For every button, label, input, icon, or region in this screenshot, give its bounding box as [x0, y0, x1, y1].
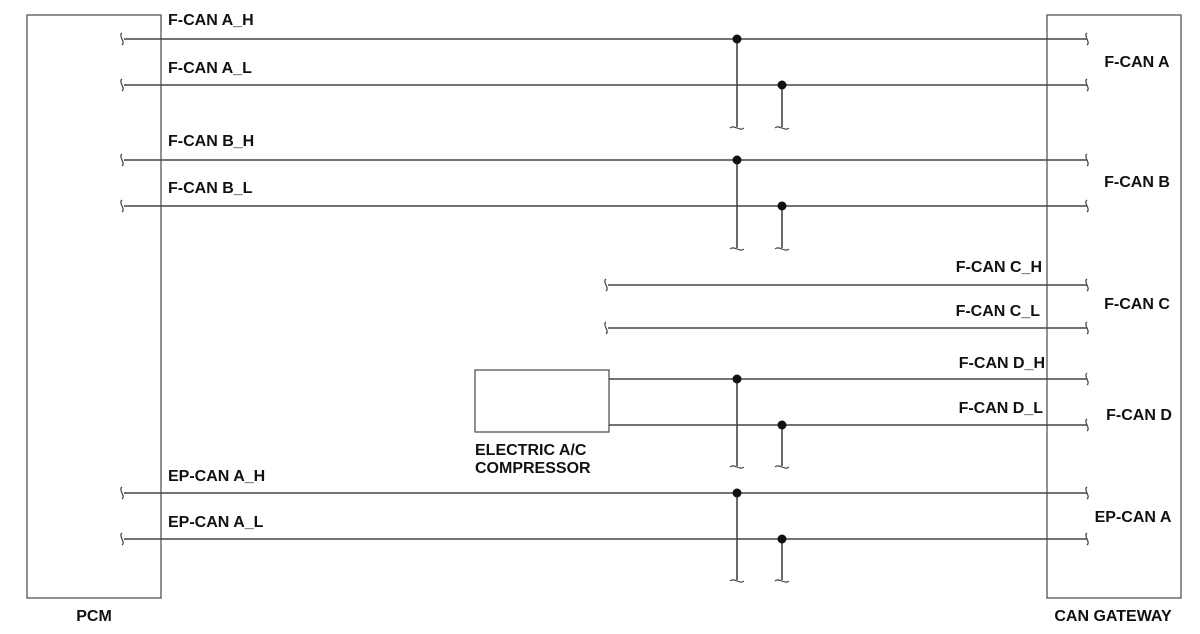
f-can-a-low-label: F-CAN A_L	[168, 60, 252, 77]
f-can-c-high-label: F-CAN C_H	[956, 259, 1042, 276]
compressor-label-line2: COMPRESSOR	[475, 460, 591, 477]
f-can-d-low-label: F-CAN D_L	[959, 400, 1044, 417]
wire-break-icon	[729, 579, 745, 583]
bus-f-can-c: F-CAN C_H F-CAN C_L F-CAN C	[604, 259, 1170, 335]
gateway-label: CAN GATEWAY	[1054, 608, 1172, 625]
f-can-a-high-label: F-CAN A_H	[168, 12, 254, 29]
splice-dot	[732, 34, 742, 44]
splice-dot	[777, 534, 787, 544]
f-can-d-bus-label: F-CAN D	[1106, 407, 1172, 424]
ep-can-a-high-label: EP-CAN A_H	[168, 468, 265, 485]
ep-can-a-low-label: EP-CAN A_L	[168, 514, 264, 531]
bus-f-can-d: F-CAN D_H F-CAN D_L F-CAN D	[609, 355, 1172, 469]
wire-break-icon	[120, 78, 124, 92]
bus-f-can-b: F-CAN B_H F-CAN B_L F-CAN B	[120, 133, 1170, 251]
pcm-module	[26, 14, 162, 599]
bus-ep-can-a: EP-CAN A_H EP-CAN A_L EP-CAN A	[120, 468, 1172, 583]
f-can-c-bus-label: F-CAN C	[1104, 296, 1170, 313]
f-can-b-high-label: F-CAN B_H	[168, 133, 254, 150]
wire-break-icon	[120, 199, 124, 213]
wire-break-icon	[774, 126, 790, 130]
splice-dot	[777, 80, 787, 90]
splice-dot	[732, 155, 742, 165]
gateway-module	[1046, 14, 1182, 599]
bus-f-can-a: F-CAN A_H F-CAN A_L F-CAN A	[120, 12, 1170, 130]
wire-break-icon	[120, 532, 124, 546]
compressor-module	[474, 369, 610, 433]
splice-dot	[732, 374, 742, 384]
ep-can-a-bus-label: EP-CAN A	[1095, 509, 1172, 526]
wire-break-icon	[604, 278, 608, 292]
wire-break-icon	[120, 32, 124, 46]
wire-break-icon	[774, 465, 790, 469]
wire-break-icon	[729, 126, 745, 130]
f-can-a-bus-label: F-CAN A	[1104, 54, 1170, 71]
wire-break-icon	[120, 153, 124, 167]
pcm-label: PCM	[76, 608, 112, 625]
wire-break-icon	[729, 465, 745, 469]
compressor-label-line1: ELECTRIC A/C	[475, 442, 587, 459]
f-can-b-low-label: F-CAN B_L	[168, 180, 253, 197]
splice-dot	[732, 488, 742, 498]
wire-break-icon	[774, 579, 790, 583]
wire-break-icon	[774, 247, 790, 251]
splice-dot	[777, 420, 787, 430]
f-can-d-high-label: F-CAN D_H	[959, 355, 1045, 372]
wire-break-icon	[729, 247, 745, 251]
wire-break-icon	[120, 486, 124, 500]
f-can-c-low-label: F-CAN C_L	[956, 303, 1041, 320]
wire-break-icon	[604, 321, 608, 335]
f-can-b-bus-label: F-CAN B	[1104, 174, 1170, 191]
splice-dot	[777, 201, 787, 211]
